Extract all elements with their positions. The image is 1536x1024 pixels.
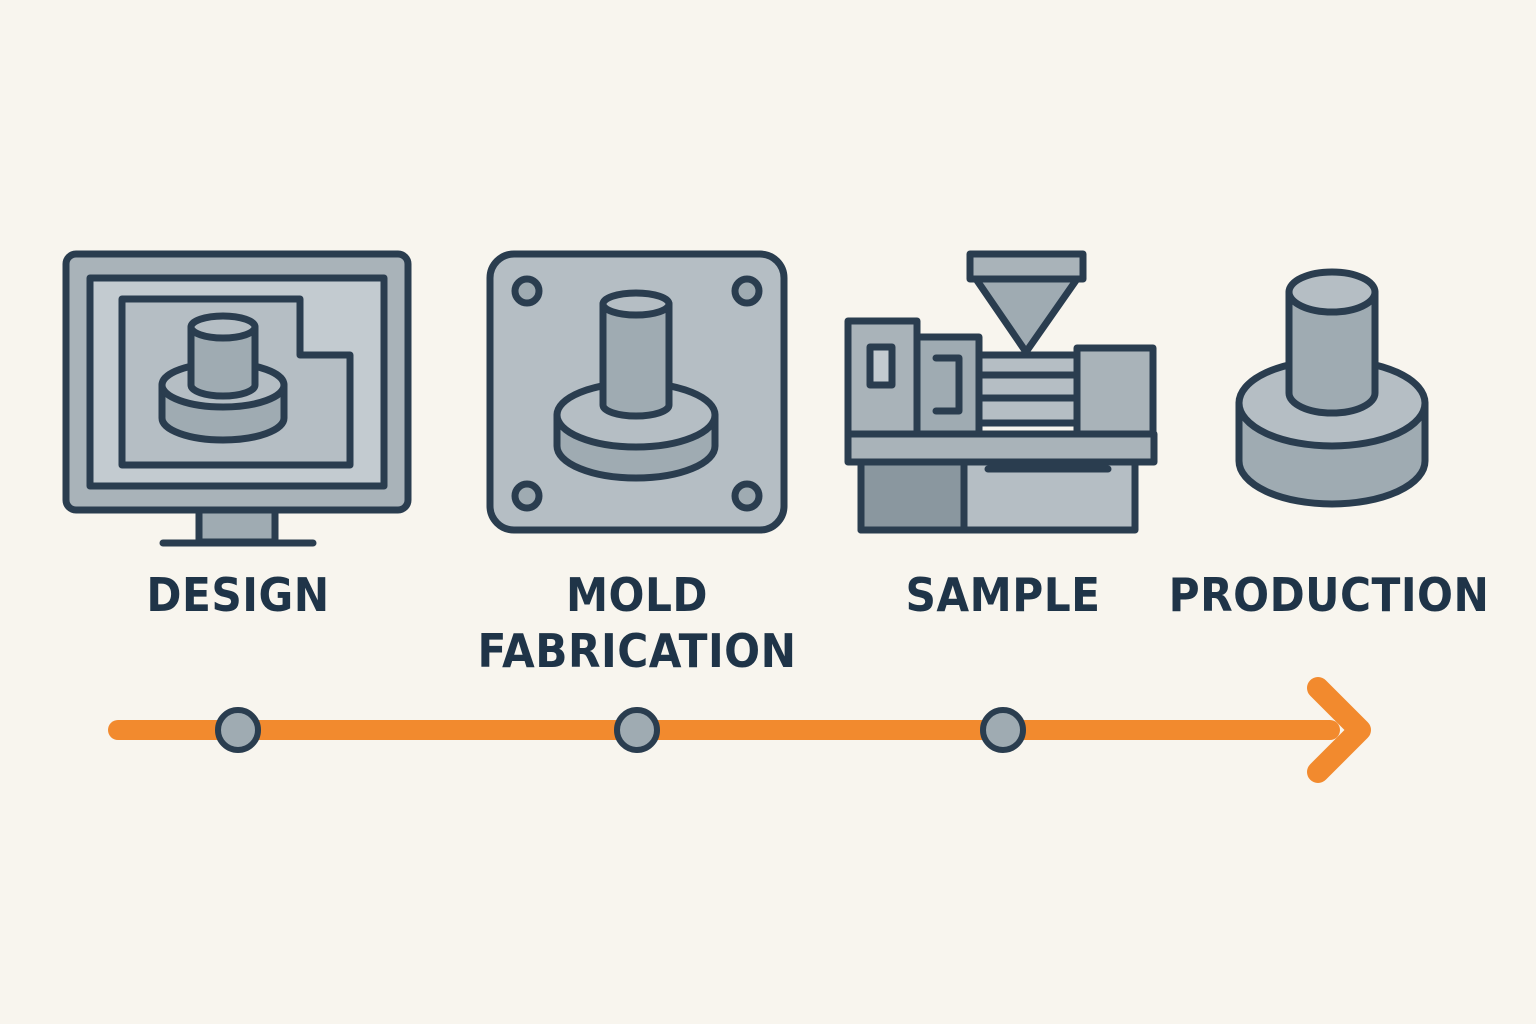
- stage-label-sample: SAMPLE: [905, 567, 1100, 623]
- stage-label-design: DESIGN: [146, 567, 329, 623]
- stage-label-line: MOLD: [565, 568, 709, 622]
- injection-molding-machine-icon: [844, 250, 1158, 534]
- part-boss-top: [1285, 268, 1379, 316]
- milestone-marker: [980, 707, 1026, 753]
- milestone-marker: [215, 707, 261, 753]
- stage-label-line: FABRICATION: [477, 624, 797, 678]
- stage-label-mold-fabrication: MOLD FABRICATION: [478, 567, 797, 679]
- machine-bed: [844, 430, 1158, 466]
- bolt-hole-icon: [511, 480, 543, 512]
- mold-plate-icon: [486, 250, 788, 534]
- bolt-hole-icon: [731, 275, 763, 307]
- computer-monitor-icon: [62, 250, 412, 547]
- machine-window: [866, 343, 896, 389]
- bolt-hole-icon: [731, 480, 763, 512]
- timeline-arrowhead-icon: [1307, 677, 1371, 783]
- stage-label-line: SAMPLE: [905, 568, 1101, 622]
- bolt-hole-icon: [511, 275, 543, 307]
- stage-label-production: PRODUCTION: [1169, 567, 1490, 623]
- hopper-icon: [972, 275, 1081, 356]
- part-boss-side: [1285, 288, 1379, 417]
- mold-cavity-part-icon: [553, 289, 719, 482]
- machine-mold-unit: [1073, 344, 1157, 438]
- molded-part-icon: [1235, 268, 1429, 508]
- stage-label-line: PRODUCTION: [1168, 568, 1490, 622]
- machine-bracket: [932, 354, 963, 415]
- milestone-marker: [614, 707, 660, 753]
- stage-label-line: DESIGN: [146, 568, 330, 622]
- cad-part-icon: [158, 312, 288, 444]
